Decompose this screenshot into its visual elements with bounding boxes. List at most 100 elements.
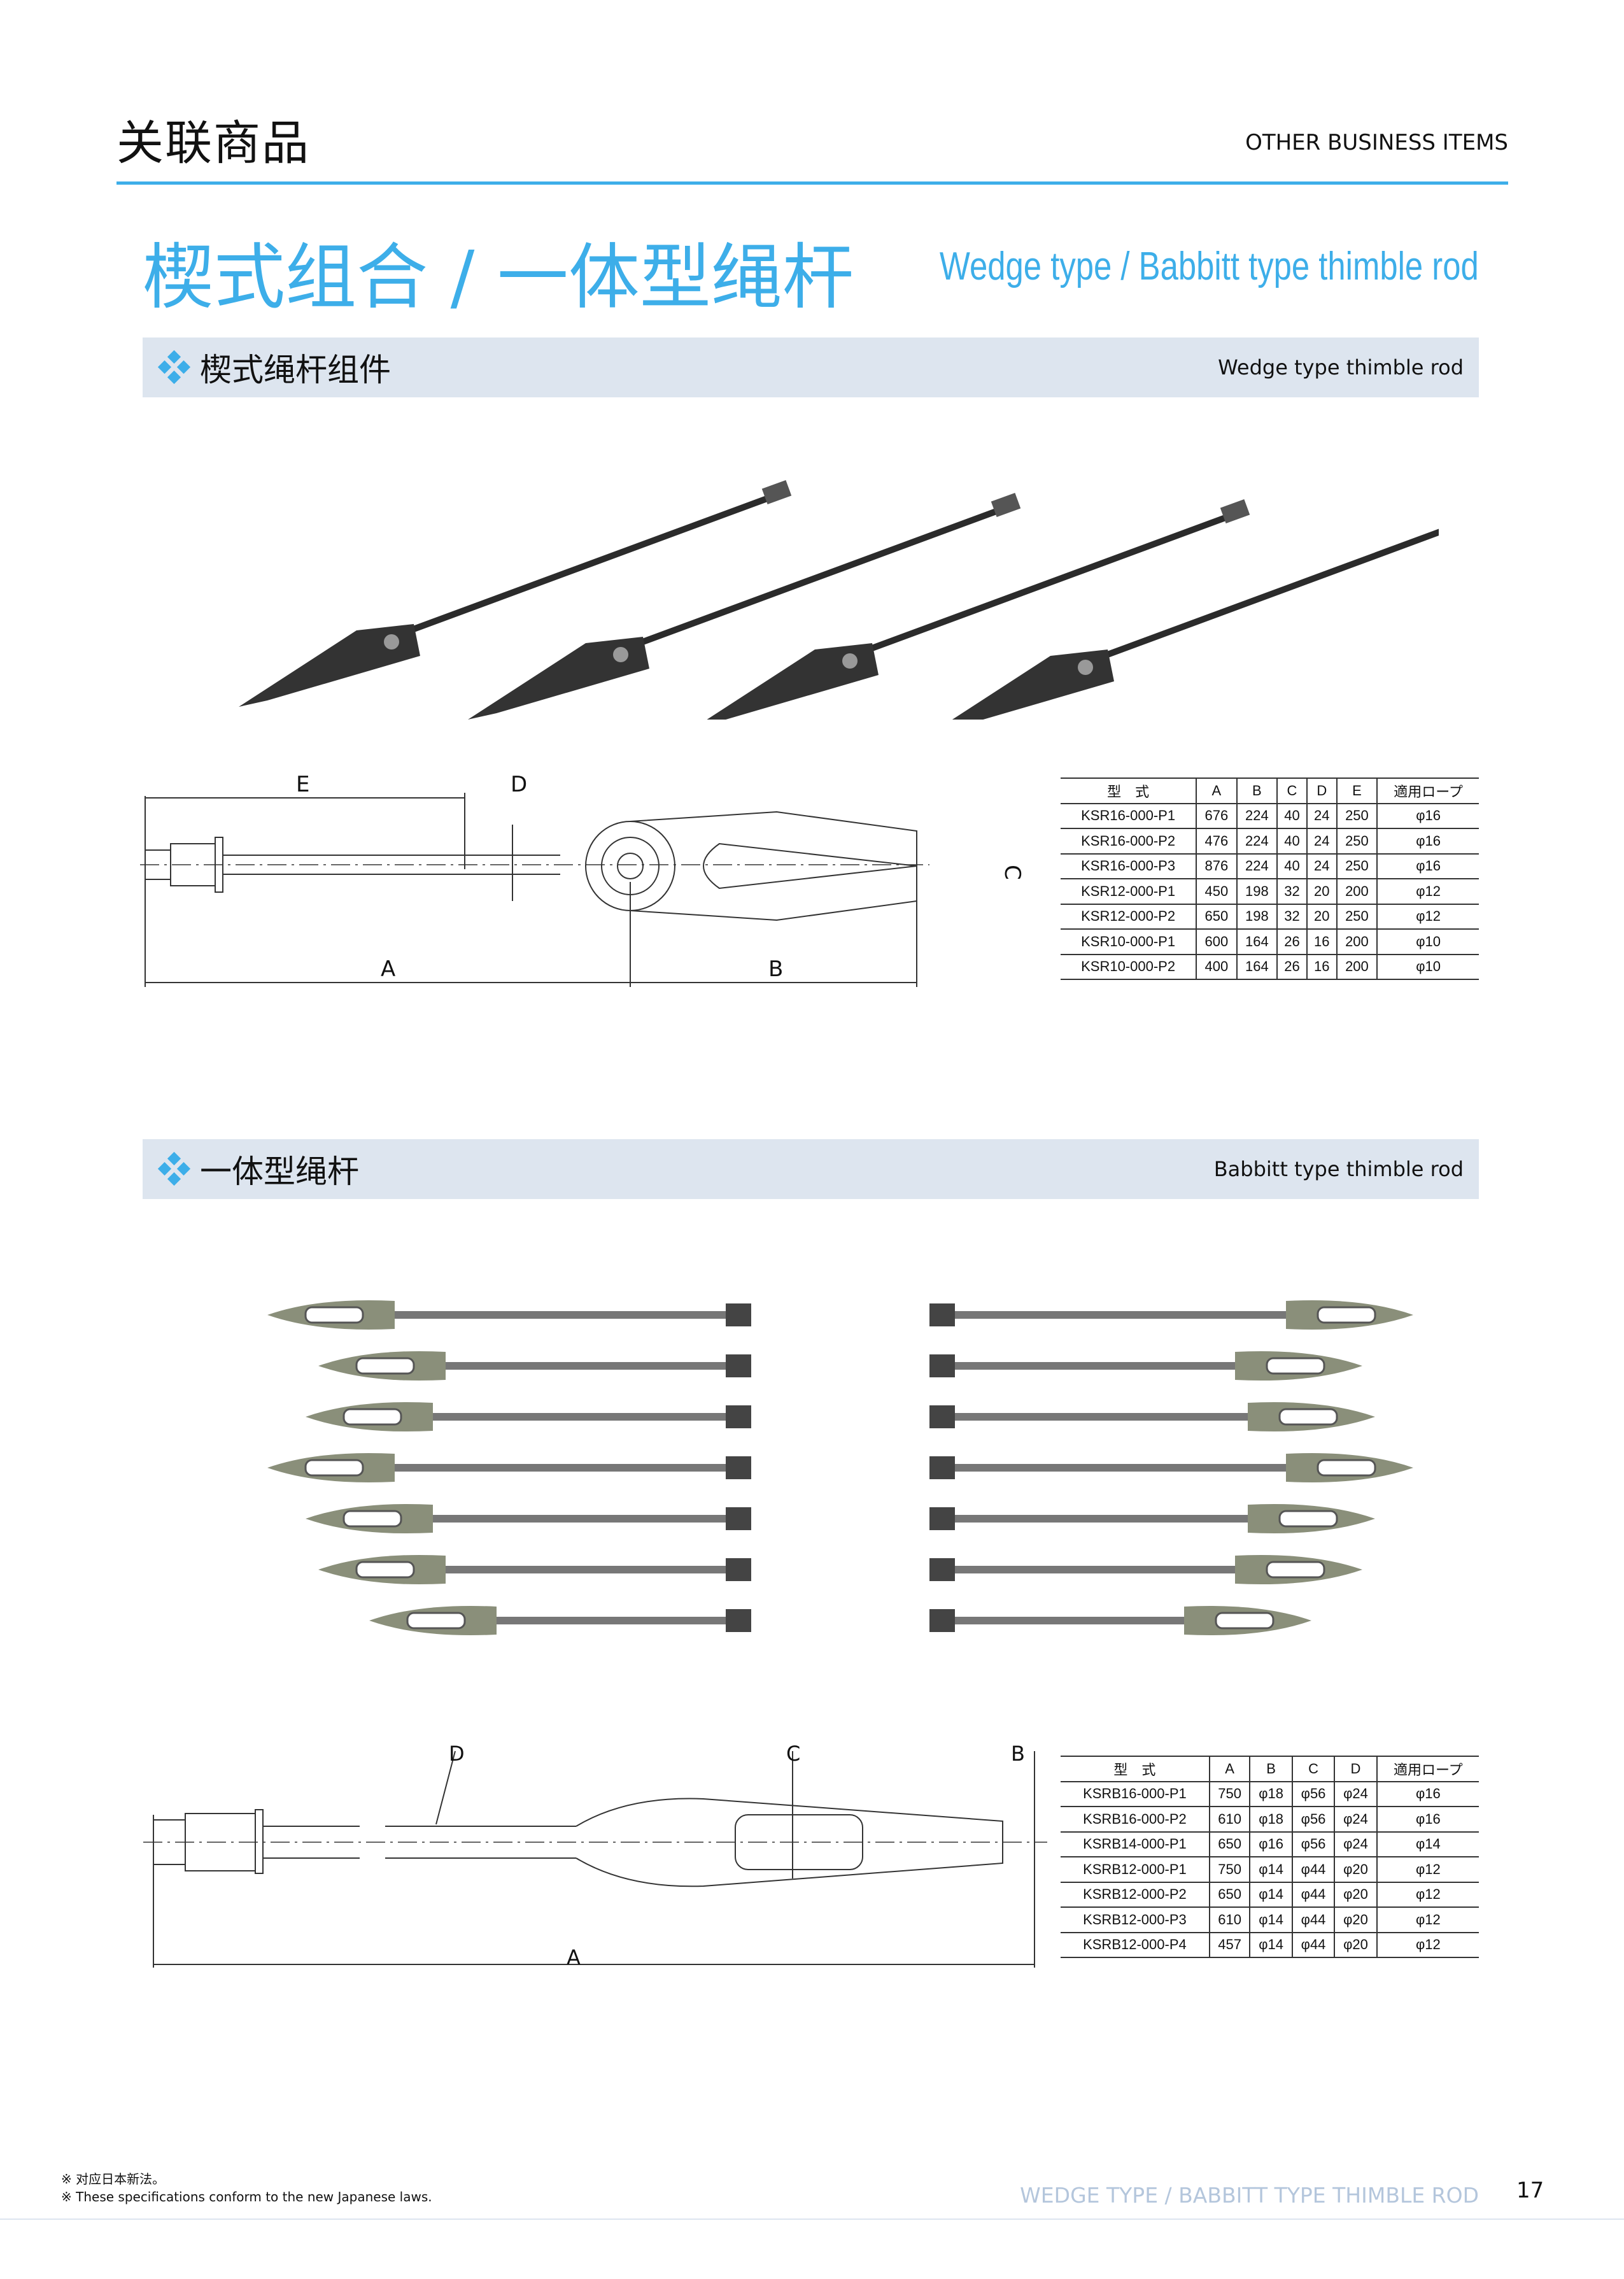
- col-header: A: [1196, 777, 1237, 804]
- babbitt-rod-drawing: [143, 1750, 1047, 1968]
- table-cell: 200: [1336, 929, 1378, 955]
- table-cell: 610: [1208, 1907, 1250, 1933]
- table-cell: 40: [1276, 828, 1307, 855]
- table-cell: φ56: [1291, 1781, 1335, 1807]
- table-cell: φ20: [1334, 1932, 1377, 1958]
- thimble-rod-photo: [929, 1452, 1413, 1483]
- table-cell: KSR16-000-P1: [1061, 803, 1197, 829]
- table-cell: φ44: [1291, 1907, 1335, 1933]
- table-cell: 250: [1336, 803, 1378, 829]
- table-cell: KSR10-000-P1: [1061, 929, 1197, 955]
- table-cell: 650: [1208, 1882, 1250, 1908]
- note-jp: ※ 对应日本新法。: [61, 2171, 166, 2187]
- table-cell: φ18: [1249, 1781, 1292, 1807]
- col-header: B: [1236, 777, 1278, 804]
- table-cell: φ44: [1291, 1932, 1335, 1958]
- table-cell: φ14: [1376, 1831, 1479, 1857]
- table-cell: 476: [1196, 828, 1237, 855]
- thimble-rod-photo: [318, 1351, 751, 1381]
- col-header: B: [1249, 1756, 1292, 1782]
- section-header-babbitt: 一体型绳杆 Babbitt type thimble rod: [143, 1139, 1479, 1199]
- table-cell: 400: [1196, 954, 1237, 980]
- dim-label-a: A: [381, 956, 396, 982]
- table-cell: 20: [1306, 879, 1337, 905]
- thimble-rod-photo: [929, 1300, 1413, 1330]
- dim-label-d: D: [511, 772, 528, 797]
- table-cell: 224: [1236, 828, 1278, 855]
- footer-divider: [0, 2219, 1624, 2220]
- wedge-rod-photos: [239, 479, 1439, 720]
- dim-label-c: C: [999, 865, 1025, 880]
- table-cell: φ12: [1376, 1882, 1479, 1908]
- dim-label-e: E: [296, 772, 310, 797]
- table-cell: φ12: [1376, 1932, 1479, 1958]
- table-cell: φ14: [1249, 1882, 1292, 1908]
- table-cell: 20: [1306, 904, 1337, 930]
- table-cell: 24: [1306, 853, 1337, 879]
- thimble-rod-photo: [306, 1402, 751, 1432]
- table-cell: 200: [1336, 954, 1378, 980]
- thimble-rod-photo: [306, 1503, 751, 1534]
- note-en: ※ These specifications conform to the ne…: [61, 2189, 432, 2204]
- header-subtitle: OTHER BUSINESS ITEMS: [1245, 130, 1508, 155]
- col-header: A: [1208, 1756, 1250, 1782]
- diamond-icon: [157, 350, 191, 385]
- table-cell: φ44: [1291, 1857, 1335, 1883]
- table-cell: 24: [1306, 828, 1337, 855]
- thimble-rod-photo: [929, 1503, 1375, 1534]
- table-cell: φ14: [1249, 1932, 1292, 1958]
- thimble-rod-photo: [369, 1605, 751, 1636]
- table-cell: 457: [1208, 1932, 1250, 1958]
- table-cell: φ12: [1376, 1857, 1479, 1883]
- table-cell: φ10: [1376, 929, 1479, 955]
- col-header: 適用ロープ: [1376, 1756, 1479, 1782]
- table-cell: 650: [1208, 1831, 1250, 1857]
- main-title: 楔式组合 / 一体型绳杆: [143, 236, 854, 319]
- table-cell: KSR10-000-P2: [1061, 954, 1197, 980]
- header-title: 关联商品: [117, 116, 310, 171]
- table-cell: KSRB12-000-P4: [1061, 1932, 1210, 1958]
- table-cell: KSRB16-000-P1: [1061, 1781, 1210, 1807]
- table-cell: φ56: [1291, 1807, 1335, 1833]
- table-cell: 224: [1236, 853, 1278, 879]
- diamond-icon: [157, 1151, 191, 1186]
- table-cell: φ14: [1249, 1857, 1292, 1883]
- table-cell: KSRB16-000-P2: [1061, 1807, 1210, 1833]
- thimble-rod-photo: [929, 1402, 1375, 1432]
- dim-label-b: B: [1011, 1742, 1025, 1766]
- header-divider: [117, 181, 1508, 185]
- table-cell: 198: [1236, 879, 1278, 905]
- table-cell: KSRB12-000-P2: [1061, 1882, 1210, 1908]
- table-cell: 164: [1236, 954, 1278, 980]
- table-cell: KSR12-000-P1: [1061, 879, 1197, 905]
- table-cell: φ24: [1334, 1807, 1377, 1833]
- table-cell: φ16: [1376, 1781, 1479, 1807]
- thimble-rod-photo: [929, 1351, 1362, 1381]
- col-header: D: [1334, 1756, 1377, 1782]
- table-cell: 198: [1236, 904, 1278, 930]
- table-cell: 610: [1208, 1807, 1250, 1833]
- table-cell: 26: [1276, 954, 1307, 980]
- table-cell: 750: [1208, 1857, 1250, 1883]
- col-header: D: [1306, 777, 1337, 804]
- section-header-wedge: 楔式绳杆组件 Wedge type thimble rod: [143, 337, 1479, 397]
- dim-label-b: B: [768, 956, 784, 982]
- col-header: 型 式: [1061, 777, 1197, 804]
- table-cell: 16: [1306, 954, 1337, 980]
- table-cell: φ10: [1376, 954, 1479, 980]
- table-cell: 600: [1196, 929, 1237, 955]
- table-cell: φ20: [1334, 1882, 1377, 1908]
- table-cell: φ12: [1376, 879, 1479, 905]
- main-title-en: Wedge type / Babbitt type thimble rod: [940, 245, 1479, 288]
